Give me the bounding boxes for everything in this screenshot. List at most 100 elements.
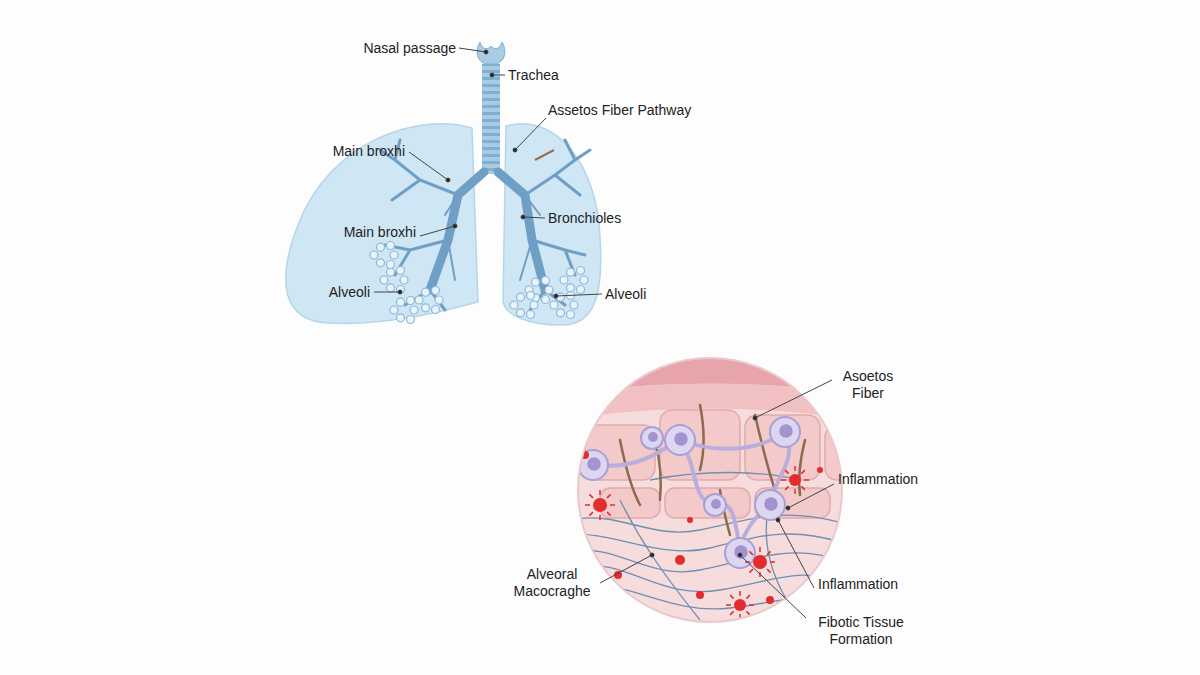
inflammation-ray — [794, 466, 796, 471]
callout-label: Inflammation — [838, 471, 918, 488]
alveolus — [407, 316, 415, 324]
callout-label: Alveoli — [329, 284, 370, 301]
inflammation-ray — [599, 515, 601, 520]
alveolus — [377, 259, 385, 267]
alveolus — [397, 314, 405, 322]
alveolus — [387, 284, 395, 292]
alveolus — [400, 276, 408, 284]
macrophage-cell — [770, 417, 800, 447]
inflammation-ray — [749, 604, 754, 606]
cell-nucleus — [711, 499, 721, 509]
inflammation-dot — [789, 474, 801, 486]
alveolus — [387, 261, 395, 269]
inflammation-ray — [607, 494, 611, 498]
macrophage-cell — [755, 490, 785, 520]
inflammation-ray — [759, 547, 761, 552]
callout-label: Bronchioles — [548, 210, 621, 227]
callout-label: Nasal passage — [363, 40, 456, 57]
inflammation-ray — [767, 569, 771, 573]
alveolus — [415, 296, 423, 304]
inflammation-dot — [696, 591, 704, 599]
alveolus — [530, 301, 538, 309]
inflammation-dot — [687, 517, 693, 523]
callout-label: Trachea — [508, 67, 559, 84]
macrophage-cell — [665, 425, 695, 455]
inflammation-ray — [599, 490, 601, 495]
alveolus — [545, 286, 553, 294]
inflammation-ray — [610, 504, 615, 506]
alveolus — [567, 284, 575, 292]
macrophage-cell — [641, 427, 663, 449]
callout-label: Inflammation — [818, 576, 898, 593]
alveolus — [567, 268, 575, 276]
alveolus — [432, 287, 440, 295]
cell-nucleus — [779, 424, 793, 438]
alveolus — [370, 251, 378, 259]
nasal-passage — [477, 42, 505, 64]
alveolus — [387, 268, 395, 276]
alveolus — [560, 276, 568, 284]
inflammation-ray — [785, 486, 789, 490]
inflammation-dot — [766, 596, 774, 604]
alveolus — [577, 267, 585, 275]
inflammation-ray — [794, 489, 796, 494]
callout-label: Main broxhi — [344, 224, 416, 241]
inflammation-dot — [593, 498, 607, 512]
alveolus — [577, 286, 585, 294]
macrophage-cell — [704, 494, 726, 516]
inflammation-ray — [589, 494, 593, 498]
inflammation-ray — [767, 551, 771, 555]
inflammation-ray — [585, 504, 590, 506]
alveolus — [422, 288, 430, 296]
alveolus — [542, 277, 550, 285]
inflammation-ray — [804, 479, 809, 481]
cell-nucleus — [648, 432, 658, 442]
inflammation-ray — [607, 512, 611, 516]
alveolus — [517, 309, 525, 317]
alveolus — [550, 301, 558, 309]
alveolus — [517, 293, 525, 301]
alveolus — [380, 276, 388, 284]
inflammation-ray — [770, 561, 775, 563]
cell-nucleus — [764, 497, 778, 511]
callout-label: Alveoli — [605, 286, 646, 303]
inflammation-ray — [801, 486, 805, 490]
cell-nucleus — [734, 545, 748, 559]
inflammation-dot — [675, 555, 685, 565]
alveolus — [570, 301, 578, 309]
inflammation-ray — [739, 591, 741, 596]
alveolus — [410, 306, 418, 314]
inflammation-ray — [785, 470, 789, 474]
callout-label: Fibotic Tissue Formation — [806, 614, 916, 648]
callout-label: Assetos Fiber Pathway — [548, 102, 691, 119]
inset-leader-lines — [600, 380, 834, 618]
callout-label: Alveoral Macocraghe — [507, 566, 597, 600]
alveolus — [557, 309, 565, 317]
asbestos-fiber — [535, 150, 554, 160]
alveoli-clusters — [370, 242, 588, 324]
alveolus — [567, 311, 575, 319]
alveolus — [397, 298, 405, 306]
alveolus — [542, 296, 550, 304]
alveolus — [407, 297, 415, 305]
inflammation-ray — [746, 595, 750, 599]
inflammation-ray — [730, 611, 734, 615]
inflammation-dot — [817, 467, 823, 473]
callout-label: Main broxhi — [333, 143, 405, 160]
inflammation-ray — [746, 611, 750, 615]
inflammation-ray — [781, 479, 786, 481]
alveolus — [435, 296, 443, 304]
inflammation-ray — [749, 551, 753, 555]
macrophage-cell — [725, 538, 755, 568]
alveolus — [377, 243, 385, 251]
inflammation-ray — [749, 569, 753, 573]
inflammation-dot — [753, 555, 767, 569]
inflammation-ray — [589, 512, 593, 516]
alveolus — [397, 286, 405, 294]
trachea — [482, 64, 500, 174]
inflammation-ray — [726, 604, 731, 606]
alveolus — [397, 267, 405, 275]
alveolus — [527, 292, 535, 300]
alveolus — [387, 242, 395, 250]
